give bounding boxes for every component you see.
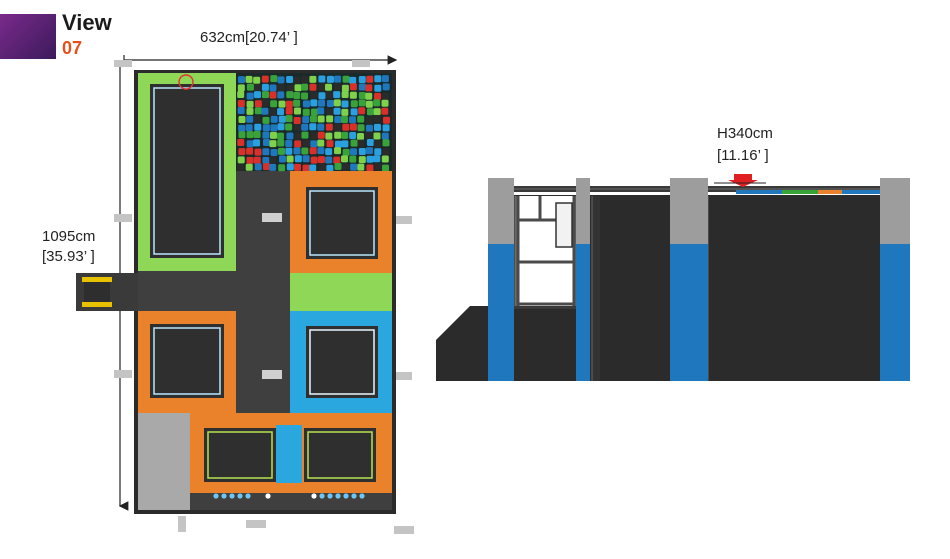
width-dimension-label: 632cm[20.74’ ] [200, 29, 298, 46]
elevation-posts [488, 178, 910, 381]
wall-markers [114, 60, 414, 534]
view-badge [0, 14, 56, 59]
height-arrow [728, 174, 758, 187]
bench-area [138, 413, 190, 510]
height-dimension-ft: [11.16’ ] [717, 147, 769, 164]
basketball-board [555, 202, 573, 248]
height-dimension-cm: H340cm [717, 125, 773, 142]
length-dimension-cm: 1095cm [42, 228, 96, 245]
trampoline-long [153, 87, 221, 255]
trampoline-left [153, 327, 221, 395]
trampoline-top-right [309, 190, 375, 256]
trampoline-blue [309, 329, 375, 395]
green-strip [290, 273, 392, 311]
stair-block [436, 306, 490, 381]
trampoline-bottom-left [207, 431, 273, 479]
trampoline-bottom-right [307, 431, 373, 479]
length-dimension-ft: [35.93’ ] [42, 248, 95, 265]
view-title: View [62, 10, 112, 35]
view-number: 07 [62, 38, 83, 58]
